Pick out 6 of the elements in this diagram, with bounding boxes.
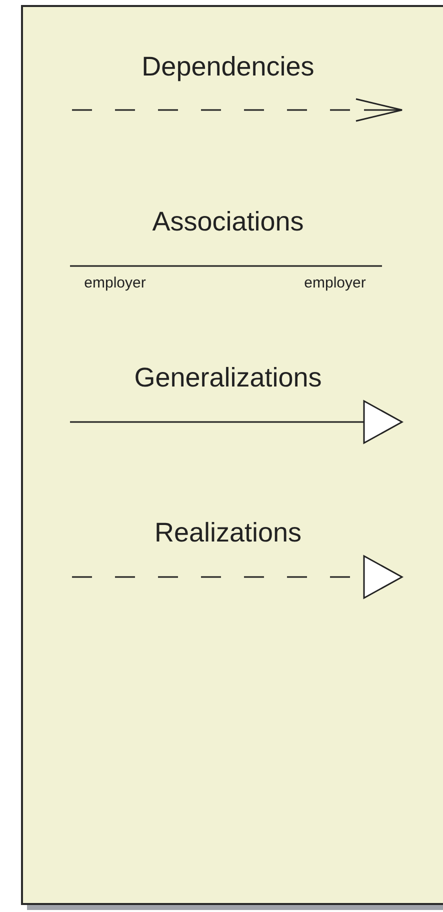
legend-text: Dependencies <box>142 52 314 82</box>
role-name: employer <box>304 274 366 292</box>
role-name: employer <box>84 274 146 292</box>
legend-text: Realizations <box>154 518 302 548</box>
legend-text: Associations <box>152 206 304 238</box>
legend-text: Generalizations <box>134 362 322 394</box>
